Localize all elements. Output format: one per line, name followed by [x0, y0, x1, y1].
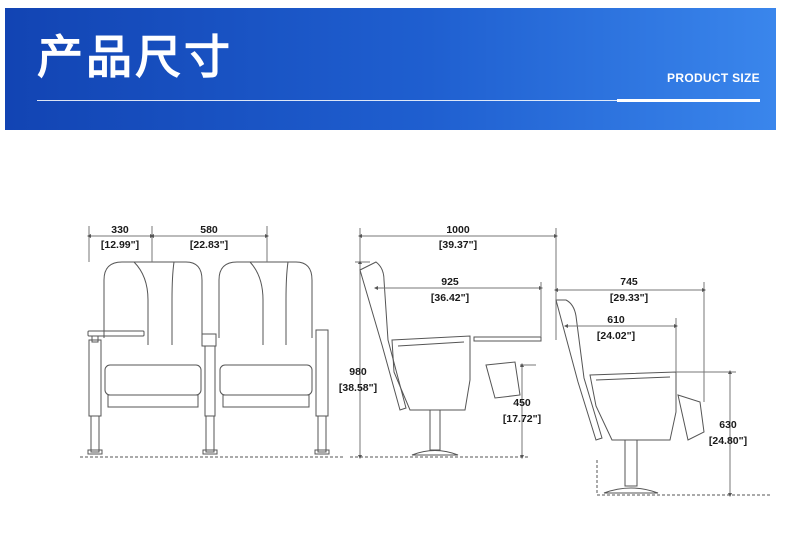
header-banner: 产品尺寸 PRODUCT SIZE: [5, 8, 776, 130]
dim-depth-tablet-mm: 925: [441, 276, 459, 288]
front-dimension-lines: [87, 226, 370, 459]
dim-armrest-inch: [12.99"]: [101, 239, 139, 251]
dim-folded-height-mm: 630: [719, 419, 737, 431]
header-divider: [37, 100, 760, 101]
dim-folded-depth-mm: 745: [620, 276, 638, 288]
dim-height-inch: [38.58"]: [339, 382, 377, 394]
dim-folded-seat-inch: [24.02"]: [597, 330, 635, 342]
side-view-folded: [555, 299, 770, 496]
side-upright-dimension-lines: [358, 228, 558, 459]
dim-seat-height-mm: 450: [513, 397, 531, 409]
dim-seat-height-inch: [17.72"]: [503, 413, 541, 425]
dim-folded-depth-inch: [29.33"]: [610, 292, 648, 304]
page-title: 产品尺寸: [37, 31, 233, 83]
side-view-upright: [350, 261, 542, 458]
page-subtitle: PRODUCT SIZE: [667, 71, 760, 85]
dim-depth-tablet-inch: [36.42"]: [431, 292, 469, 304]
dim-folded-height-inch: [24.80"]: [709, 435, 747, 447]
header-accent-bar: [617, 99, 760, 102]
dim-seat-width-mm: 580: [200, 224, 218, 236]
dim-armrest-mm: 330: [111, 224, 129, 236]
dim-depth-total-mm: 1000: [446, 224, 470, 236]
dim-seat-width-inch: [22.83"]: [190, 239, 228, 251]
dim-height-mm: 980: [349, 366, 367, 378]
front-view-seats: [80, 261, 343, 458]
dim-folded-seat-mm: 610: [607, 314, 625, 326]
side-folded-dimension-lines: [554, 282, 736, 497]
dim-depth-total-inch: [39.37"]: [439, 239, 477, 251]
